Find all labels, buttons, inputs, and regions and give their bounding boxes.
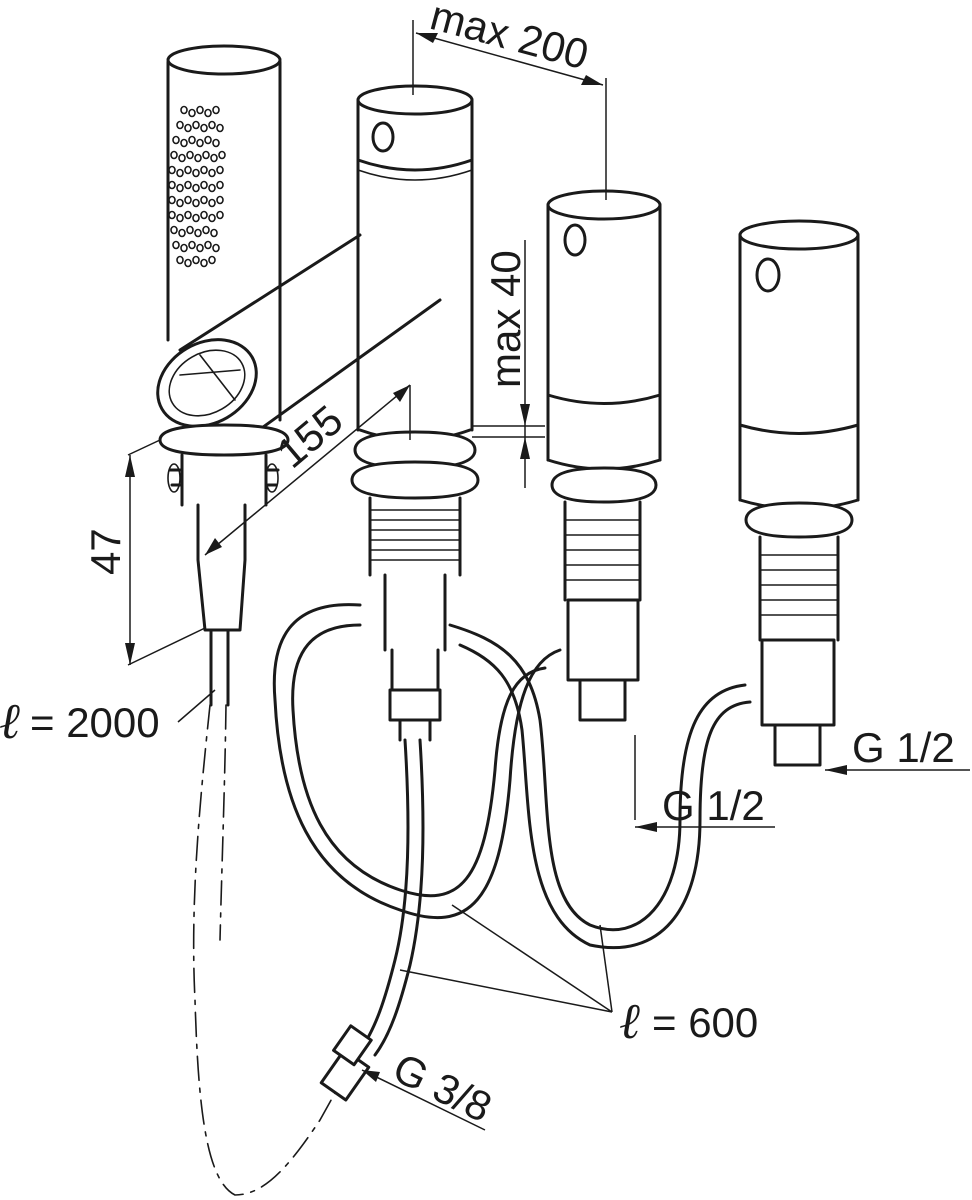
spray-nozzle xyxy=(208,168,216,178)
spray-nozzle xyxy=(200,123,208,133)
dimension-max-40 xyxy=(472,240,545,488)
spray-nozzle xyxy=(216,180,224,190)
spray-nozzle xyxy=(172,135,180,145)
spray-nozzle xyxy=(176,168,184,178)
spray-nozzle xyxy=(192,198,200,208)
spray-nozzle xyxy=(218,150,226,160)
label-max-40: max 40 xyxy=(482,250,529,388)
spray-nozzle xyxy=(178,228,186,238)
spray-nozzle xyxy=(184,195,192,205)
spray-nozzle xyxy=(192,183,200,193)
mixer-body xyxy=(356,84,474,442)
label-flex-length-symbol: ℓ xyxy=(620,993,641,1049)
spray-nozzle xyxy=(208,198,216,208)
shower-holder-flange xyxy=(158,423,290,707)
label-thread-g38: G 3/8 xyxy=(386,1044,499,1131)
spray-nozzle xyxy=(176,213,184,223)
flex-hoses xyxy=(272,603,752,1057)
spray-nozzle xyxy=(208,255,216,265)
spray-nozzle xyxy=(208,213,216,223)
dimension-47 xyxy=(125,439,206,666)
spray-nozzle xyxy=(202,225,210,235)
spray-nozzle xyxy=(168,180,176,190)
label-thread-g12-left: G 1/2 xyxy=(662,782,765,829)
spray-nozzle xyxy=(204,240,212,250)
shower-hose xyxy=(192,704,373,1196)
spray-nozzle xyxy=(204,108,212,118)
spray-nozzle xyxy=(208,183,216,193)
label-47: 47 xyxy=(82,528,129,575)
spray-nozzle xyxy=(180,243,188,253)
spray-nozzle xyxy=(196,243,204,253)
spray-nozzle xyxy=(176,120,184,130)
spray-nozzle xyxy=(184,165,192,175)
label-hose-length: = 2000 xyxy=(30,699,160,746)
spray-nozzle xyxy=(216,123,224,133)
spray-nozzle xyxy=(172,240,180,250)
hand-shower xyxy=(166,44,282,422)
spray-nozzle xyxy=(192,168,200,178)
spray-nozzle xyxy=(200,210,208,220)
spray-nozzle xyxy=(200,258,208,268)
spray-nozzle xyxy=(188,108,196,118)
spray-nozzle xyxy=(200,165,208,175)
spray-nozzle xyxy=(216,195,224,205)
spray-nozzle xyxy=(212,243,220,253)
spray-nozzle xyxy=(186,225,194,235)
shower-spray-nozzles xyxy=(168,105,226,268)
spray-nozzle xyxy=(216,210,224,220)
spray-nozzle xyxy=(188,240,196,250)
spray-nozzle xyxy=(212,105,220,115)
spray-nozzle xyxy=(176,198,184,208)
spray-nozzle xyxy=(202,150,210,160)
valve-handle-2 xyxy=(738,219,860,767)
spray-nozzle xyxy=(212,138,220,148)
spray-nozzle xyxy=(200,195,208,205)
spout-pipe xyxy=(156,233,442,442)
spray-nozzle xyxy=(176,255,184,265)
spray-nozzle xyxy=(184,210,192,220)
spray-nozzle xyxy=(180,105,188,115)
valve-handle-1 xyxy=(546,189,662,722)
spray-nozzle xyxy=(186,150,194,160)
spray-nozzle xyxy=(188,135,196,145)
spray-nozzle xyxy=(216,165,224,175)
spray-nozzle xyxy=(168,195,176,205)
spray-nozzle xyxy=(208,120,216,130)
label-max-200: max 200 xyxy=(426,0,594,78)
spray-nozzle xyxy=(168,165,176,175)
spray-nozzle xyxy=(170,225,178,235)
spray-nozzle xyxy=(192,213,200,223)
spray-nozzle xyxy=(180,138,188,148)
spray-nozzle xyxy=(192,120,200,130)
leader-lines xyxy=(177,689,970,1131)
dimension-max-200 xyxy=(412,20,607,200)
spray-nozzle xyxy=(210,228,218,238)
spray-nozzle xyxy=(210,153,218,163)
spray-nozzle xyxy=(178,153,186,163)
label-thread-g12-right: G 1/2 xyxy=(852,724,955,771)
label-flex-length: = 600 xyxy=(652,999,758,1046)
spray-nozzle xyxy=(176,183,184,193)
label-hose-length-symbol: ℓ xyxy=(0,693,21,749)
spray-nozzle xyxy=(196,105,204,115)
spray-nozzle xyxy=(192,255,200,265)
dimension-155 xyxy=(204,384,411,556)
spray-nozzle xyxy=(168,210,176,220)
spray-nozzle xyxy=(184,258,192,268)
spray-nozzle xyxy=(196,138,204,148)
spray-nozzle xyxy=(184,180,192,190)
mixer-mount xyxy=(350,430,480,742)
spray-nozzle xyxy=(204,135,212,145)
spray-nozzle xyxy=(200,180,208,190)
spray-nozzle xyxy=(194,153,202,163)
spray-nozzle xyxy=(184,123,192,133)
spray-nozzle xyxy=(170,150,178,160)
spray-nozzle xyxy=(194,228,202,238)
